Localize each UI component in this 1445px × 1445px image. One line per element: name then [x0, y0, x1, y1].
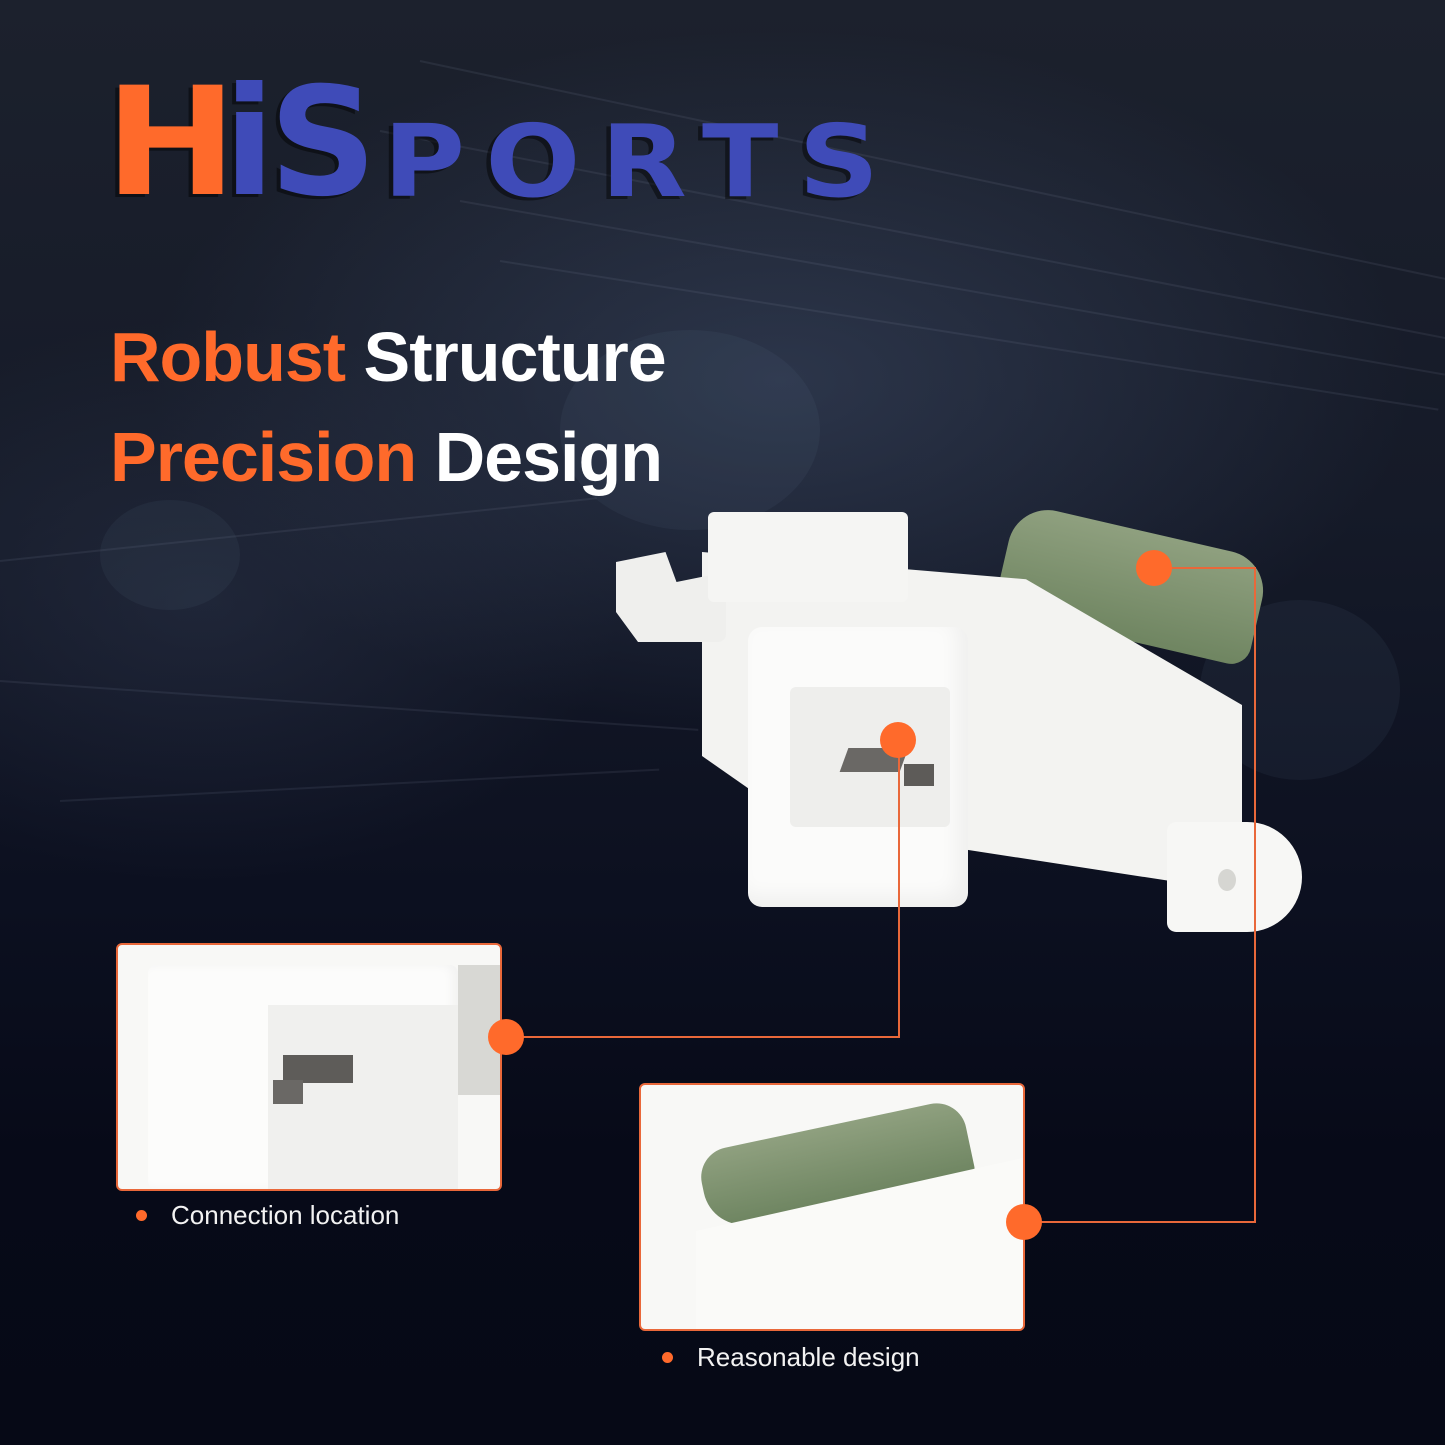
inset-connection-location	[116, 943, 502, 1191]
mounting-hole	[1218, 869, 1236, 891]
callout-dot-connector	[880, 722, 916, 758]
bullet-dot-icon	[136, 1210, 147, 1221]
metal-terminal	[283, 1055, 353, 1083]
bullet-dot-icon	[662, 1352, 673, 1363]
callout-line-design-bottom	[1024, 1221, 1256, 1223]
caption-reasonable-design: Reasonable design	[662, 1342, 920, 1373]
logo-letter-h: H	[105, 56, 237, 230]
caption-text: Connection location	[171, 1200, 400, 1230]
callout-line-design-vertical	[1254, 567, 1256, 1223]
logo-letter-i: i	[223, 56, 275, 230]
caption-text: Reasonable design	[697, 1342, 920, 1372]
callout-dot-inset-connection	[488, 1019, 524, 1055]
headline-plain: Structure	[363, 318, 667, 396]
logo-letter-s: S	[268, 56, 378, 230]
headline-line-2: Precision Design	[110, 422, 663, 492]
headline-line-1: Robust Structure	[110, 322, 667, 392]
headline-plain: Design	[434, 418, 663, 496]
top-tab	[708, 512, 908, 602]
metal-terminal	[273, 1080, 303, 1104]
callout-line-connection-horizontal	[506, 1036, 900, 1038]
callout-dot-coil	[1136, 550, 1172, 586]
logo-letters-ports: PORTS	[383, 103, 900, 220]
metal-terminal	[904, 764, 934, 786]
caption-connection-location: Connection location	[136, 1200, 399, 1231]
callout-line-design-top	[1154, 567, 1256, 569]
headline-accent: Precision	[110, 418, 417, 496]
inset-reasonable-design	[639, 1083, 1025, 1331]
callout-dot-inset-design	[1006, 1204, 1042, 1240]
blower-resistor-product-image	[612, 502, 1312, 942]
hisports-logo: H i S PORTS	[105, 68, 879, 218]
headline-accent: Robust	[110, 318, 346, 396]
callout-line-connection-vertical	[898, 738, 900, 1038]
